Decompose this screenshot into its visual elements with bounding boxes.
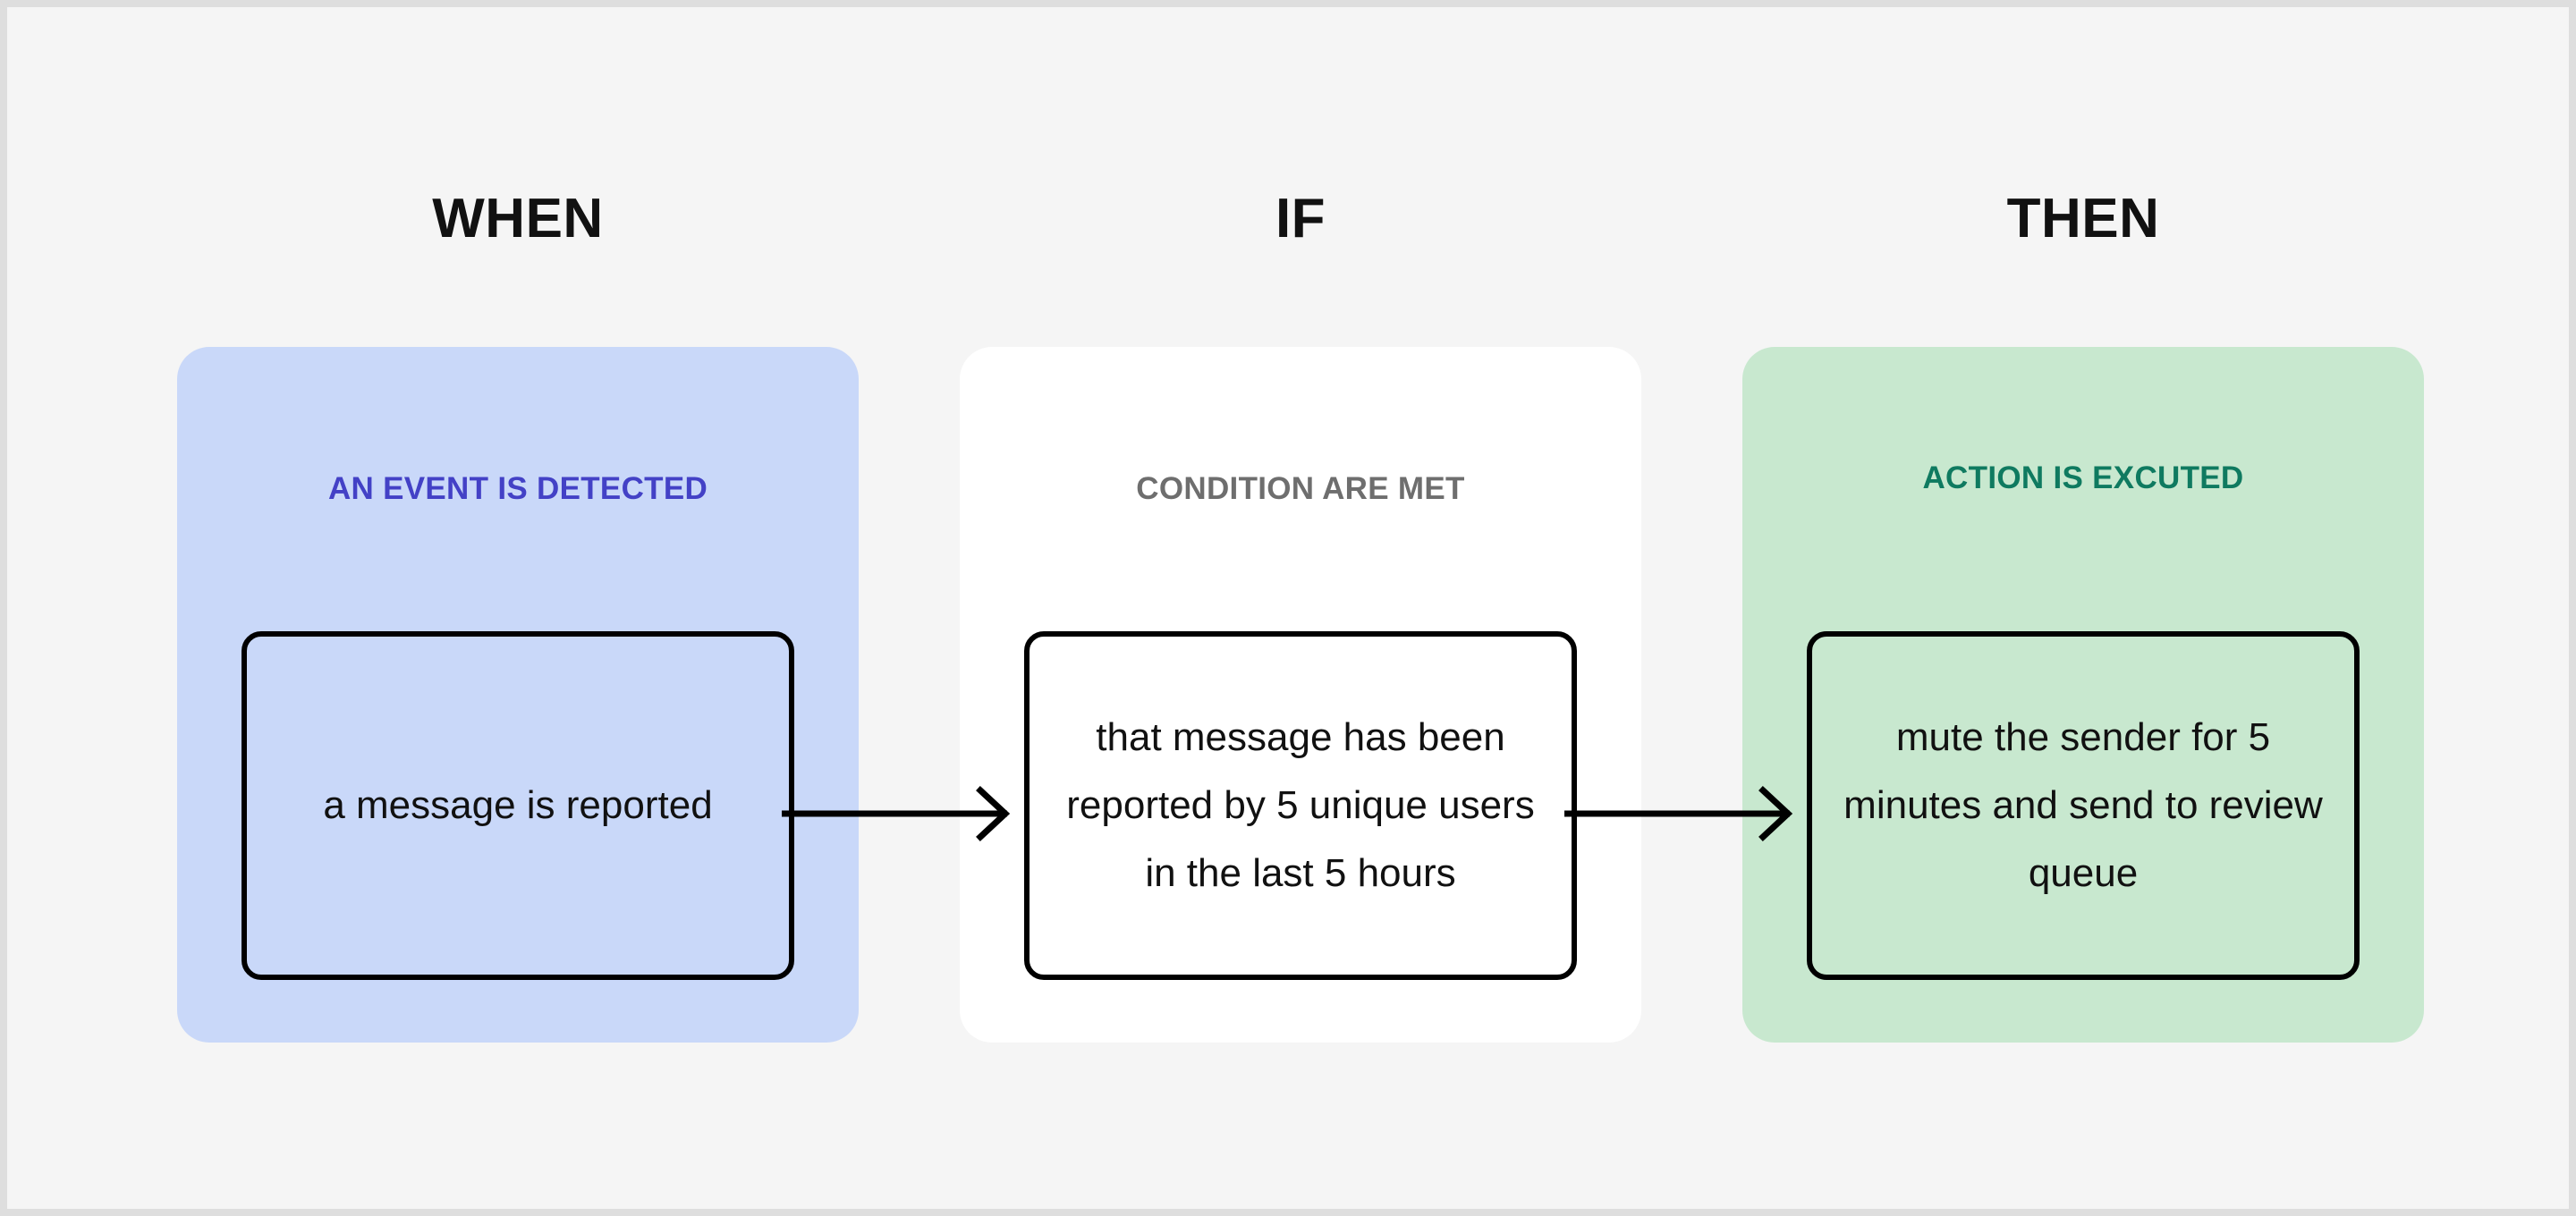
trigger-box-text: a message is reported: [323, 783, 713, 828]
action-box-text: mute the sender for 5 minutes and send t…: [1843, 715, 2323, 895]
condition-box[interactable]: that message has been reported by 5 uniq…: [1024, 631, 1577, 980]
action-box[interactable]: mute the sender for 5 minutes and send t…: [1807, 631, 2360, 980]
card-when[interactable]: AN EVENT IS DETECTED a message is report…: [177, 347, 859, 1043]
condition-box-text: that message has been reported by 5 uniq…: [1066, 715, 1535, 895]
card-label-if: CONDITION ARE MET: [1136, 471, 1465, 506]
card-label-then: ACTION IS EXCUTED: [1922, 460, 2244, 495]
column-header-when: WHEN: [432, 188, 604, 249]
card-if[interactable]: CONDITION ARE MET that message has been …: [960, 347, 1641, 1043]
card-label-when: AN EVENT IS DETECTED: [327, 471, 708, 506]
column-header-if: IF: [1275, 188, 1326, 249]
card-then[interactable]: ACTION IS EXCUTED mute the sender for 5 …: [1742, 347, 2424, 1043]
trigger-box[interactable]: a message is reported: [242, 631, 794, 980]
column-header-then: THEN: [2006, 188, 2160, 249]
